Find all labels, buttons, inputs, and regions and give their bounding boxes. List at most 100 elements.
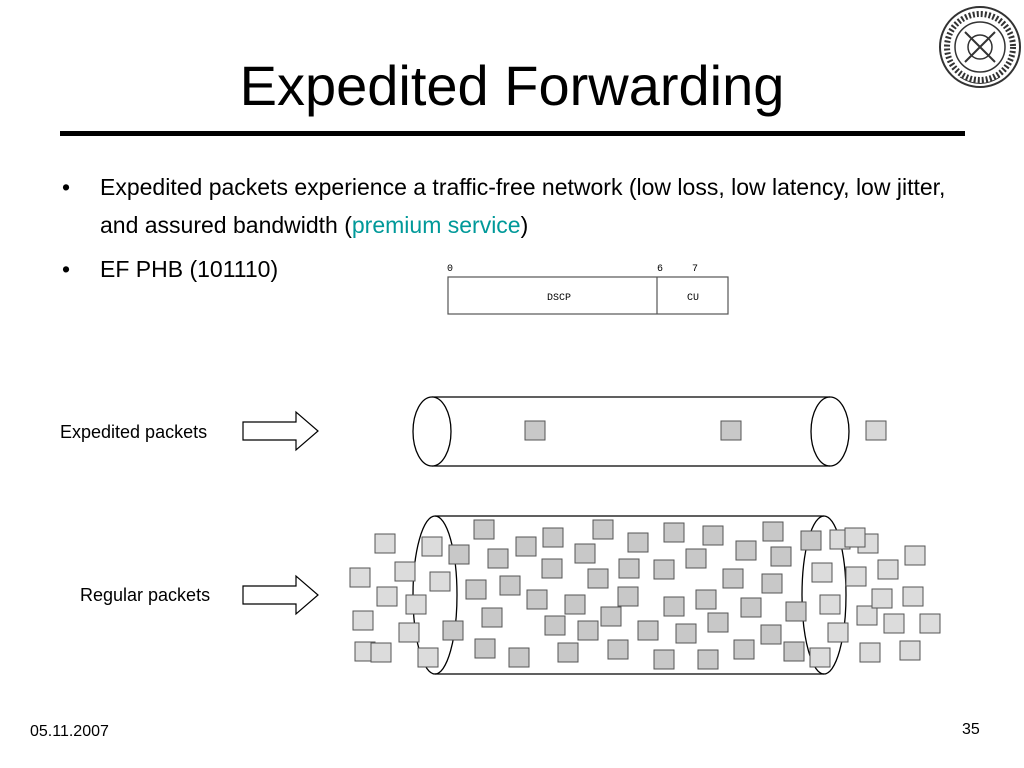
slide-title: Expedited Forwarding (239, 54, 785, 117)
packet (902, 586, 924, 607)
bullet-text-end: ) (520, 212, 529, 238)
bullet-dot: • (62, 256, 71, 282)
bullet-text: EF PHB (101110) (100, 256, 279, 282)
bullet-list: • Expedited packets experience a traffic… (60, 168, 960, 288)
packet (473, 519, 495, 540)
packet (783, 641, 805, 662)
packet (735, 540, 757, 561)
packet (800, 530, 822, 551)
packet (844, 527, 866, 548)
packet (707, 612, 729, 633)
packet (653, 649, 675, 670)
packet (370, 642, 392, 663)
packet (374, 533, 396, 554)
packet (481, 607, 503, 628)
packet (856, 605, 878, 626)
packet (376, 586, 398, 607)
packet (733, 639, 755, 660)
packet (899, 640, 921, 661)
packet (653, 559, 675, 580)
packet (448, 544, 470, 565)
packet (587, 568, 609, 589)
packet (526, 589, 548, 610)
bullet-dot: • (62, 174, 71, 200)
packet (740, 597, 762, 618)
packet (859, 642, 881, 663)
packet (845, 566, 867, 587)
packet (617, 586, 639, 607)
packet (627, 532, 649, 553)
arrow-right-icon (242, 574, 319, 616)
packet (871, 588, 893, 609)
packet (429, 571, 451, 592)
packet (904, 545, 926, 566)
title-rule (60, 131, 965, 136)
packet (809, 647, 831, 668)
packet (600, 606, 622, 627)
packet (618, 558, 640, 579)
dscp-field-label: DSCP (547, 293, 571, 304)
packet (394, 561, 416, 582)
expedited-pipe (412, 396, 850, 467)
bullet-item-ef-phb: • EF PHB (101110) (60, 250, 960, 288)
bit-label-6: 6 (657, 264, 663, 275)
packet (760, 624, 782, 645)
packet (557, 642, 579, 663)
packet (542, 527, 564, 548)
packet (883, 613, 905, 634)
arrow-right-icon (242, 410, 319, 452)
packet (592, 519, 614, 540)
packet (770, 546, 792, 567)
packet (919, 613, 941, 634)
packet (541, 558, 563, 579)
packet (564, 594, 586, 615)
packet (637, 620, 659, 641)
bullet-item-premium: • Expedited packets experience a traffic… (60, 168, 960, 244)
packet (442, 620, 464, 641)
packet (417, 647, 439, 668)
regular-packets-label: Regular packets (80, 585, 210, 605)
packet (474, 638, 496, 659)
slide-date: 05.11.2007 (30, 723, 109, 740)
packet (349, 567, 371, 588)
packet (819, 594, 841, 615)
packet (702, 525, 724, 546)
page-number: 35 (962, 721, 980, 738)
premium-service-highlight: premium service (351, 212, 521, 238)
packet (487, 548, 509, 569)
dscp-field-box: 0 6 7 DSCP CU (447, 264, 729, 315)
packet (352, 610, 374, 631)
packet (663, 596, 685, 617)
packet (465, 579, 487, 600)
packet (421, 536, 443, 557)
packet (685, 548, 707, 569)
packet (877, 559, 899, 580)
packet (663, 522, 685, 543)
packet (499, 575, 521, 596)
packet (785, 601, 807, 622)
cu-field-label: CU (687, 293, 699, 304)
packet (695, 589, 717, 610)
packet (811, 562, 833, 583)
packet (574, 543, 596, 564)
packet (508, 647, 530, 668)
packet (675, 623, 697, 644)
packet (544, 615, 566, 636)
packet (398, 622, 420, 643)
packet (405, 594, 427, 615)
bit-label-0: 0 (447, 264, 453, 275)
packet (722, 568, 744, 589)
regular-packets (349, 519, 941, 670)
packet (762, 521, 784, 542)
expedited-packets (524, 420, 887, 441)
packet (515, 536, 537, 557)
expedited-packets-label: Expedited packets (60, 422, 207, 442)
packet (827, 622, 849, 643)
packet (577, 620, 599, 641)
bullet-text: Expedited packets experience a traffic-f… (100, 174, 946, 238)
packet (607, 639, 629, 660)
packet (697, 649, 719, 670)
bit-label-7: 7 (692, 264, 698, 275)
packet (761, 573, 783, 594)
